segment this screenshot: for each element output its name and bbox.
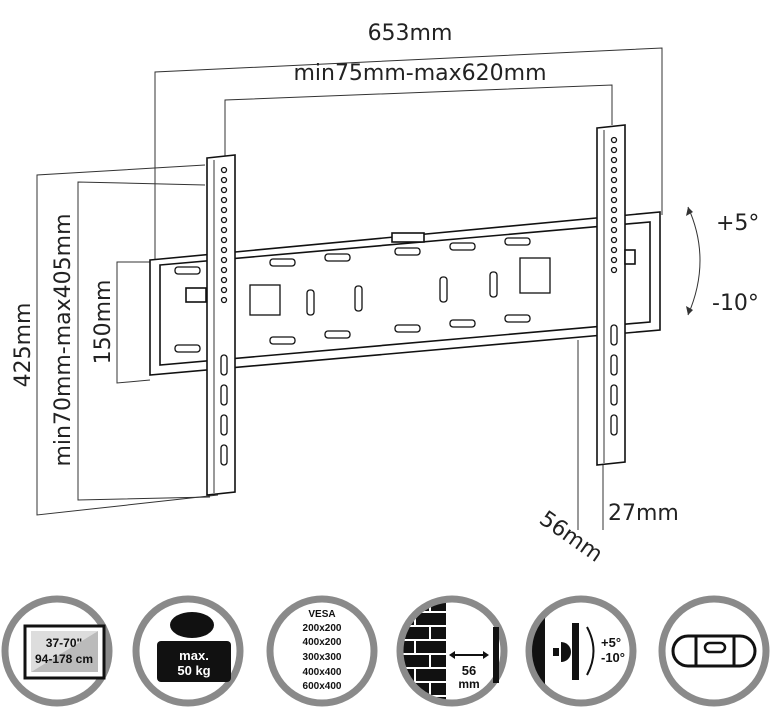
tilt-up-label: +5° [716,211,759,236]
vesa-pattern: 400x400 [303,667,342,678]
max-load-icon: max. 50 kg [132,595,244,707]
wall-distance-unit: mm [458,677,479,691]
overall-width-label: 653mm [368,21,453,46]
vesa-title: VESA [308,609,335,620]
wall-plate [149,211,661,376]
wall-distance-icon: 56 mm [396,595,508,707]
max-load-line2: 50 kg [177,663,210,678]
vesa-pattern: 300x300 [303,652,342,663]
vesa-pattern: 200x200 [303,623,342,634]
tilt-down-value: -10° [601,650,625,665]
overall-height-label: 425mm [11,303,36,388]
right-vertical-arm [596,124,636,466]
vesa-height-label: min70mm-max405mm [51,213,76,466]
plate-height-label: 150mm [91,280,116,365]
wall-distance-value: 56 [462,663,476,678]
screen-size-inches: 37-70" [46,636,82,650]
vesa-pattern: 600x400 [303,681,342,692]
min-depth-label: 27mm [608,501,679,526]
vesa-width-label: min75mm-max620mm [293,61,546,86]
dimension-lines [36,47,701,530]
max-load-line1: max. [179,648,209,663]
spirit-level-icon [658,595,770,707]
vesa-icon: VESA 200x200 400x200 300x300 400x400 600… [266,595,378,707]
left-vertical-arm [185,154,236,496]
tilt-up-value: +5° [601,635,621,650]
vesa-pattern: 400x200 [303,637,342,648]
screen-size-cm: 94-178 cm [35,652,93,666]
tilt-down-label: -10° [712,291,759,316]
tilt-icon: +5° -10° [525,595,637,707]
wall-distance-label: 56mm [535,506,607,567]
screen-size-icon: 37-70" 94-178 cm [1,595,113,707]
